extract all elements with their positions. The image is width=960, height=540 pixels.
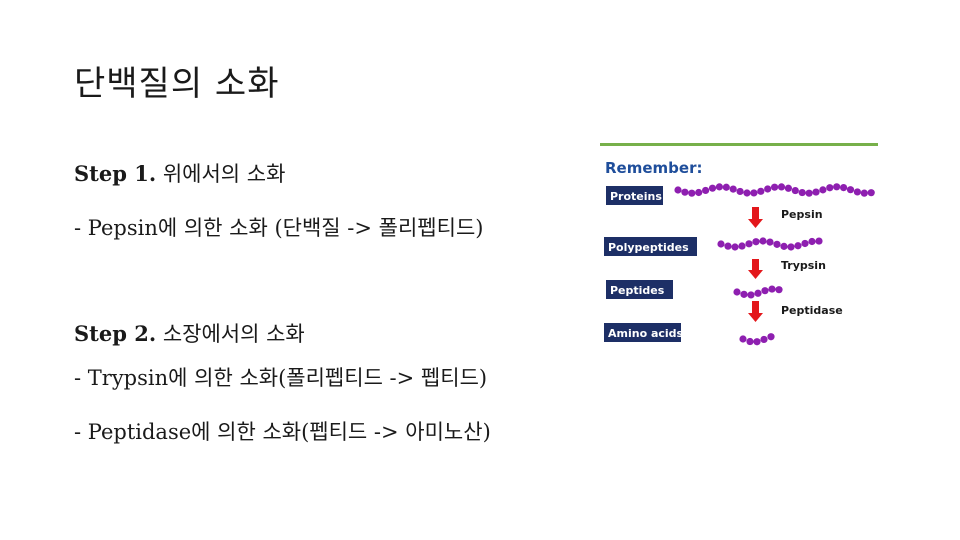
bead (729, 185, 737, 193)
bead (715, 183, 723, 191)
bead (750, 189, 758, 197)
bead (674, 186, 682, 194)
bead (764, 185, 772, 193)
step2-detail-peptidase: - Peptidase에 의한 소화(펩티드 -> 아미노산) (74, 420, 491, 444)
bead (853, 188, 861, 196)
bead (768, 285, 776, 293)
bead (688, 189, 696, 197)
bead (747, 291, 755, 299)
label-polypeptides: Polypeptides (604, 237, 697, 256)
bead (867, 189, 875, 197)
diagram-svg: Remember: Proteins Polypeptides Peptides… (600, 143, 878, 346)
bead (746, 337, 754, 346)
step2-detail-trypsin: - Trypsin에 의한 소화(폴리펩티드 -> 펩티드) (74, 366, 488, 390)
amino-acid-bead-chain (739, 333, 775, 346)
label-polypeptides-text: Polypeptides (608, 241, 689, 254)
diagram-top-rule (600, 143, 878, 146)
label-proteins: Proteins (606, 186, 663, 205)
bead (736, 187, 744, 196)
peptide-bead-chain (733, 285, 783, 299)
bead (805, 189, 813, 197)
step2-label: Step 2. (74, 321, 157, 346)
label-peptides: Peptides (606, 280, 673, 299)
bead (819, 186, 827, 194)
trypsin-arrow (748, 259, 763, 279)
bead (812, 188, 820, 196)
bead (826, 184, 834, 192)
bead (801, 239, 809, 248)
bead (761, 287, 769, 295)
peptidase-arrow (748, 301, 763, 322)
bead (833, 183, 841, 191)
bead (798, 188, 806, 197)
bead (753, 338, 761, 346)
bead (731, 243, 739, 251)
diagram-heading: Remember: (605, 159, 702, 177)
step1-text: 위에서의 소화 (156, 162, 286, 186)
bead (739, 335, 747, 343)
pepsin-arrow (748, 207, 763, 228)
bead (743, 189, 751, 197)
bead (738, 242, 746, 250)
label-amino-acids: Amino acids (604, 323, 684, 342)
bead (771, 183, 779, 191)
bead (752, 238, 760, 246)
bead (791, 186, 799, 195)
label-proteins-text: Proteins (610, 190, 662, 203)
bead (754, 289, 762, 297)
bead (846, 186, 855, 194)
bead (794, 242, 802, 250)
bead (777, 183, 786, 191)
bead (681, 188, 689, 196)
bead (787, 243, 795, 251)
bead (840, 183, 848, 192)
step1-label: Step 1. (74, 161, 157, 186)
bead (860, 189, 868, 197)
bead (702, 186, 710, 195)
bead (815, 237, 823, 245)
enzyme-pepsin: Pepsin (781, 208, 823, 221)
step2-text: 소장에서의 소화 (156, 322, 305, 346)
bead (784, 184, 792, 192)
bead (740, 290, 748, 298)
protein-bead-chain (674, 183, 875, 197)
bead (766, 238, 774, 246)
bead (717, 240, 725, 248)
bead (759, 237, 767, 245)
bead (760, 335, 768, 344)
bead (695, 188, 703, 197)
enzyme-trypsin: Trypsin (781, 259, 826, 272)
step2-heading: Step 2. 소장에서의 소화 (74, 318, 305, 348)
polypeptide-bead-chain (717, 237, 823, 251)
bead (724, 242, 732, 250)
enzyme-peptidase: Peptidase (781, 304, 843, 317)
bead (745, 240, 753, 248)
protein-digestion-diagram: Remember: Proteins Polypeptides Peptides… (598, 140, 880, 352)
step1-heading: Step 1. 위에서의 소화 (74, 158, 285, 188)
bead (780, 242, 788, 250)
bead (808, 237, 816, 246)
label-peptides-text: Peptides (610, 284, 665, 297)
label-amino-acids-text: Amino acids (608, 327, 684, 340)
bead (708, 184, 717, 192)
bead (767, 333, 775, 341)
bead (722, 183, 730, 191)
slide-title: 단백질의 소화 (74, 64, 280, 104)
bead (775, 286, 783, 294)
bead (757, 187, 765, 195)
bead (733, 288, 741, 296)
step1-detail: - Pepsin에 의한 소화 (단백질 -> 폴리펩티드) (74, 216, 484, 240)
bead (773, 240, 781, 248)
